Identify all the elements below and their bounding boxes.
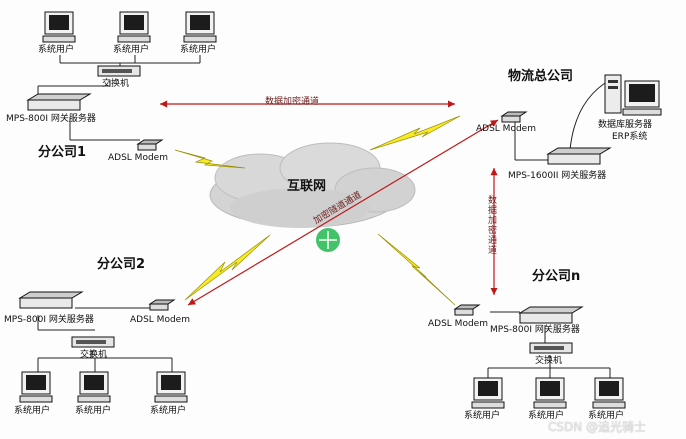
modem-bn-icon	[453, 304, 481, 316]
pc-user-b1-1-icon	[42, 11, 76, 43]
pc-user-b2-3-icon	[154, 371, 188, 403]
lightning-branch2-icon	[184, 234, 271, 301]
user-label-bn-2: 系统用户	[528, 411, 565, 421]
pc-user-b1-3-icon	[183, 11, 217, 43]
lightning-bolts	[174, 115, 461, 306]
modem-label-b2: ADSL Modem	[130, 315, 190, 325]
pc-user-bn-2-icon	[533, 377, 567, 409]
modem-label-bn: ADSL Modem	[428, 319, 488, 329]
modem-b1-icon	[136, 139, 164, 151]
hq-database-server-icon	[604, 74, 662, 116]
user-label-b2-2: 系统用户	[75, 406, 112, 416]
modem-b2-icon	[148, 299, 176, 311]
user-label-b1-2: 系统用户	[113, 45, 150, 55]
pc-user-b2-2-icon	[77, 371, 111, 403]
branch1-wiring	[37, 55, 201, 141]
pc-user-bn-1-icon	[471, 377, 505, 409]
branch2-name: 分公司2	[97, 257, 146, 272]
lightning-branchn-icon	[377, 233, 456, 306]
watermark: CSDN @追光骑士	[548, 420, 647, 434]
lightning-branch1-icon	[174, 149, 246, 169]
branchn-name: 分公司n	[532, 269, 581, 284]
user-label-bn-3: 系统用户	[588, 411, 625, 421]
hq-erp-label: ERP系统	[612, 132, 648, 142]
gateway-label-bn: MPS-800I 网关服务器	[490, 325, 580, 335]
user-label-b1-1: 系统用户	[38, 45, 75, 55]
branch2-wiring	[37, 307, 173, 372]
branchn-wiring	[487, 311, 611, 378]
gateway-label-b2: MPS-800I 网关服务器	[4, 315, 94, 325]
internet-label: 互联网	[287, 179, 327, 194]
hq-server-label: 数据库服务器	[598, 120, 653, 130]
pc-user-b1-2-icon	[117, 11, 151, 43]
pc-user-b2-1-icon	[19, 371, 53, 403]
user-label-b2-3: 系统用户	[150, 406, 187, 416]
user-label-bn-1: 系统用户	[464, 411, 501, 421]
gateway-label-b1: MPS-800I 网关服务器	[6, 114, 96, 124]
user-label-b1-3: 系统用户	[180, 45, 217, 55]
hq-modem-label: ADSL Modem	[476, 124, 536, 134]
switch-b1-icon	[97, 65, 141, 77]
hq-name: 物流总公司	[508, 69, 574, 84]
gateway-b2-icon	[18, 291, 84, 309]
gateway-b1-icon	[26, 93, 92, 111]
switch-bn-icon	[529, 342, 573, 354]
switch-b2-icon	[71, 336, 115, 348]
vertical-channel-label: 数据加密通道	[486, 195, 496, 255]
move-cursor-icon	[319, 231, 337, 249]
hq-wiring	[514, 79, 611, 161]
gateway-hq-icon	[546, 147, 612, 165]
gateway-bn-icon	[518, 306, 584, 324]
switch-label-b2: 交换机	[80, 350, 108, 360]
pc-user-bn-3-icon	[592, 377, 626, 409]
modem-label-b1: ADSL Modem	[108, 153, 168, 163]
user-label-b2-1: 系统用户	[14, 406, 51, 416]
lightning-hq-icon	[369, 115, 461, 151]
diagonal-encrypted-channel-arrow	[187, 119, 499, 306]
hq-gateway-label: MPS-1600II 网关服务器	[508, 171, 607, 181]
top-channel-label: 数据加密通道	[265, 97, 320, 107]
modem-hq-icon	[500, 111, 528, 123]
switch-label-b1: 交换机	[102, 79, 130, 89]
branch1-name: 分公司1	[38, 145, 87, 160]
switch-label-bn: 交换机	[535, 356, 563, 366]
